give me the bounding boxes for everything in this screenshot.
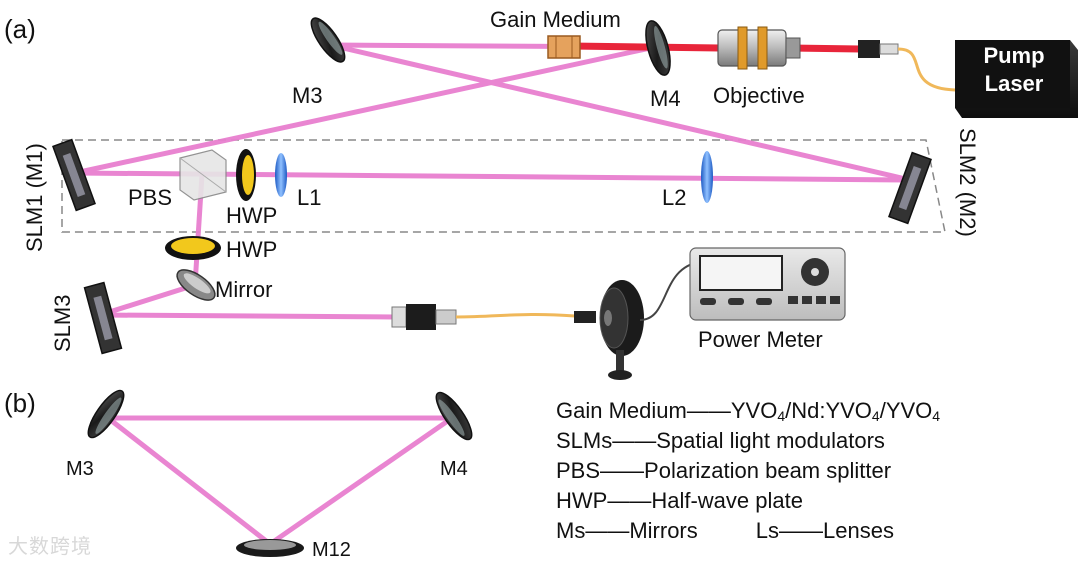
pump-laser-label-1: Pump — [983, 43, 1044, 68]
legend-dash: —— — [612, 428, 657, 453]
m3-label: M3 — [292, 83, 323, 108]
legend-dash: —— — [686, 398, 731, 423]
slm-cavity-dashed-outline — [61, 139, 946, 233]
legend-def-part: /Nd:YVO — [785, 398, 872, 423]
legend-def-sub: 4 — [932, 408, 941, 424]
legend-def: Half-wave plate — [651, 488, 803, 513]
legend-dash: —— — [607, 488, 652, 513]
gain-medium-label: Gain Medium — [490, 7, 621, 32]
power-meter-sensor — [599, 261, 701, 380]
legend: Gain Medium——YVO4/Nd:YVO4/YVO4 SLMs——Spa… — [556, 396, 1056, 546]
pump-beam-2 — [789, 44, 861, 53]
legend-term: Gain Medium — [556, 398, 687, 423]
legend-def-part: YVO — [730, 398, 778, 423]
legend-def-sub: 4 — [871, 408, 880, 424]
pump-laser-label-2: Laser — [985, 71, 1044, 96]
pbs-cube — [179, 149, 227, 201]
legend-term: Ls — [755, 518, 780, 543]
hwp2-label: HWP — [226, 237, 277, 262]
gain-medium-crystal — [547, 35, 581, 59]
hwp1-label: HWP — [226, 203, 277, 228]
m4-label: M4 — [650, 86, 681, 111]
legend-def: Lenses — [823, 518, 894, 543]
lens-l2 — [701, 151, 713, 203]
legend-term: PBS — [556, 458, 601, 483]
b-m12-mirror — [236, 539, 304, 557]
b-m4-mirror — [435, 391, 473, 441]
slm1-device — [52, 138, 96, 212]
b-m4-label: M4 — [440, 458, 468, 480]
power-meter-console — [689, 247, 846, 321]
panel-b-beams — [106, 415, 454, 547]
turning-mirror — [176, 269, 216, 301]
slm2-label: SLM2 (M2) — [955, 128, 980, 237]
slm1-label: SLM1 (M1) — [22, 143, 47, 252]
b-m3-mirror — [87, 389, 125, 439]
panel-b-tag: (b) — [4, 388, 36, 418]
lens-l1 — [275, 153, 287, 197]
legend-def-part: /YVO — [879, 398, 933, 423]
legend-def: Polarization beam splitter — [644, 458, 892, 483]
legend-dash: —— — [585, 518, 630, 543]
legend-pbs: PBS——Polarization beam splitter — [556, 456, 1056, 486]
legend-slms: SLMs——Spatial light modulators — [556, 426, 1056, 456]
legend-dash: —— — [600, 458, 645, 483]
slm2-device — [888, 151, 932, 225]
output-fiber-coupler — [391, 304, 596, 330]
legend-dash: —— — [779, 518, 824, 543]
legend-term: HWP — [556, 488, 608, 513]
objective-label: Objective — [713, 83, 805, 108]
pump-beam — [569, 42, 721, 52]
slm3-device — [83, 281, 123, 355]
legend-term: SLMs — [556, 428, 613, 453]
panel-a-tag: (a) — [4, 14, 36, 44]
legend-def: Spatial light modulators — [656, 428, 885, 453]
l2-label: L2 — [662, 185, 686, 210]
objective-lens — [717, 26, 801, 70]
m3-mirror — [310, 17, 346, 63]
hwp-1 — [236, 149, 256, 201]
slm3-label: SLM3 — [50, 295, 75, 352]
legend-def-sub: 4 — [777, 408, 786, 424]
legend-term: Ms — [556, 518, 586, 543]
hwp-2 — [165, 236, 221, 260]
pump-fiber-connector — [858, 40, 956, 92]
watermark: 大数跨境 — [8, 534, 92, 558]
pbs-label: PBS — [128, 185, 172, 210]
b-m3-label: M3 — [66, 458, 94, 480]
legend-hwp: HWP——Half-wave plate — [556, 486, 1056, 516]
m4-mirror — [645, 20, 671, 76]
power-meter-label: Power Meter — [698, 327, 823, 352]
legend-def: Mirrors — [629, 518, 698, 543]
legend-gain-medium: Gain Medium——YVO4/Nd:YVO4/YVO4 — [556, 396, 1056, 426]
pump-laser-box — [955, 40, 1078, 118]
l1-label: L1 — [297, 185, 321, 210]
b-m12-label: M12 — [312, 539, 351, 561]
mirror-label: Mirror — [215, 277, 272, 302]
